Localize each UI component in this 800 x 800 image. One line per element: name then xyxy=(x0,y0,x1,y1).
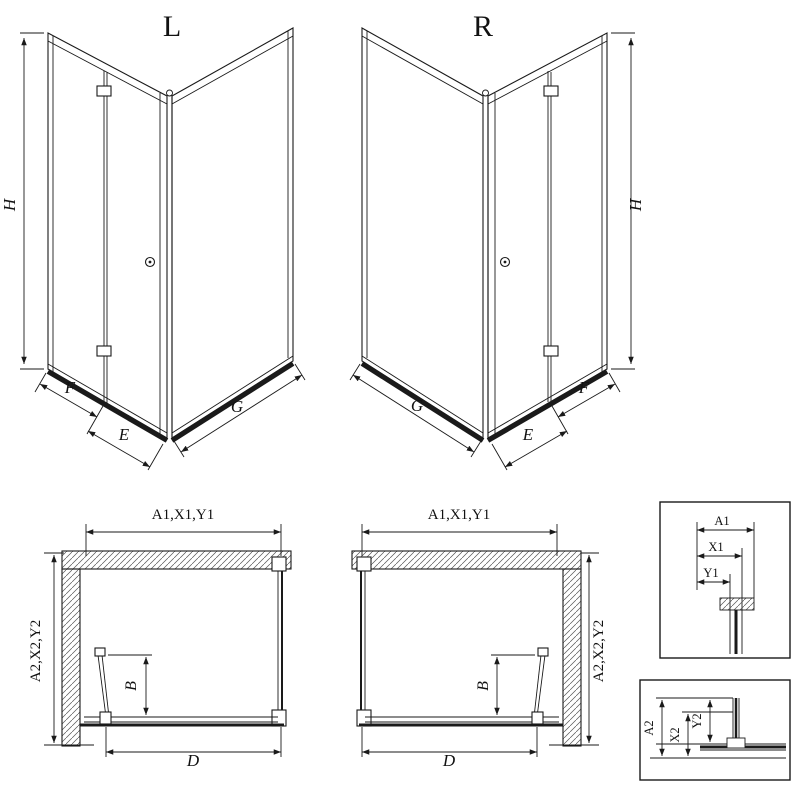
dim-g-left: G xyxy=(231,397,243,416)
dim-f-left: F xyxy=(64,378,76,397)
dim-f-right: F xyxy=(578,378,590,397)
detail-dim-x1: X1 xyxy=(708,540,723,554)
wall-side-left-plan xyxy=(61,568,81,747)
hinge-bottom-left-view xyxy=(96,345,112,357)
plan-view-left xyxy=(61,550,292,747)
front-view-right xyxy=(360,27,609,443)
dim-b-right: B xyxy=(475,681,492,691)
plan-view-left-dimensions xyxy=(44,524,282,757)
hinge-top-right-view xyxy=(543,85,559,97)
front-view-right-dimensions xyxy=(349,32,635,471)
detail-floor-profile-frame xyxy=(639,679,791,781)
hinge-top-left-view xyxy=(96,85,112,97)
wall-top-left-plan xyxy=(61,550,292,570)
detail-dim-x2: X2 xyxy=(668,727,682,742)
detail-wall-profile-frame xyxy=(659,501,791,659)
dim-d-left: D xyxy=(186,751,200,770)
plan-view-right xyxy=(351,550,582,747)
detail-dim-a2: A2 xyxy=(642,720,656,735)
hinge-bottom-right-view xyxy=(543,345,559,357)
dim-a1x1y1-right: A1,X1,Y1 xyxy=(428,507,491,523)
wall-top-right-plan xyxy=(351,550,582,570)
dim-h-right: H xyxy=(626,197,645,212)
dim-d-right: D xyxy=(442,751,456,770)
plan-view-right-dimensions xyxy=(361,524,599,757)
dim-b-left: B xyxy=(123,681,140,691)
dim-a2x2y2-left: A2,X2,Y2 xyxy=(28,620,44,683)
detail-floor-profile xyxy=(639,679,791,781)
dim-a2x2y2-right: A2,X2,Y2 xyxy=(591,620,607,683)
detail-wall-profile xyxy=(659,501,791,659)
variant-label-left: L xyxy=(163,10,181,43)
detail-dim-y2: Y2 xyxy=(690,713,704,728)
front-view-left xyxy=(46,27,295,443)
detail-dim-y1: Y1 xyxy=(703,566,718,580)
dim-g-right: G xyxy=(411,396,423,415)
wall-side-right-plan xyxy=(562,568,582,747)
dim-h-left: H xyxy=(0,197,19,212)
dim-e-right: E xyxy=(522,425,534,444)
variant-label-right: R xyxy=(473,10,493,43)
detail-dim-a1: A1 xyxy=(714,514,729,528)
dim-a1x1y1-left: A1,X1,Y1 xyxy=(152,507,215,523)
front-view-left-dimensions xyxy=(20,32,306,471)
dim-e-left: E xyxy=(118,425,130,444)
